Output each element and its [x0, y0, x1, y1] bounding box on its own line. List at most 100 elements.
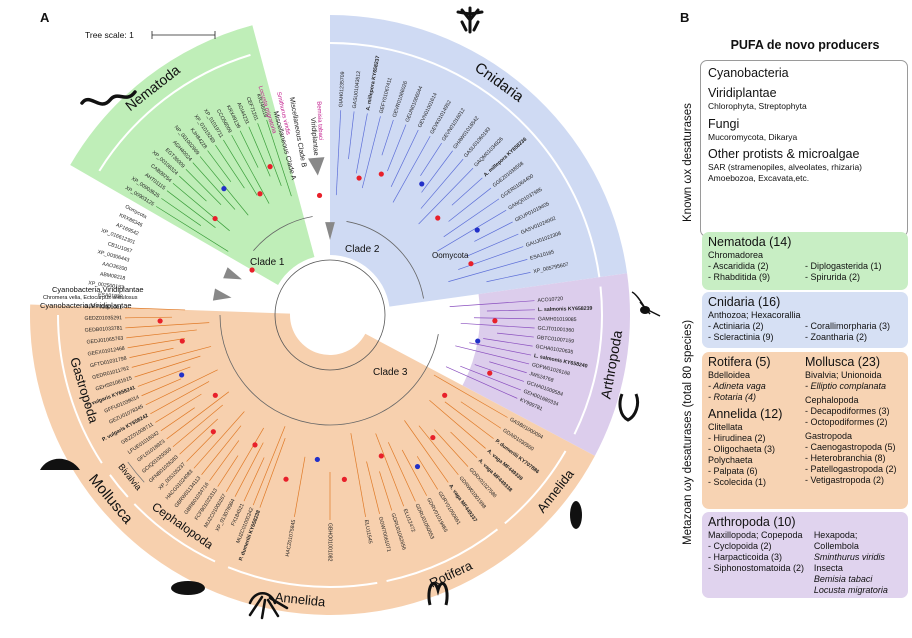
mollusca-tip-label: GEDB01033781: [85, 325, 123, 333]
tree-node-dot: [487, 370, 493, 376]
mollusca-branch: [252, 426, 286, 506]
mollusca-branch: [137, 366, 191, 387]
arthropoda-tip-label: GCJT01001360: [537, 326, 574, 334]
nematoda-sector: [70, 25, 315, 285]
group-divider-arc: [227, 566, 378, 588]
panel-b-pufa-producers: B PUFA de novo producers Known ωx desatu…: [680, 0, 912, 638]
panel-b-letter: B: [680, 10, 690, 25]
tree-node-dot: [341, 476, 347, 482]
arthropoda-tip-label: ACO10720: [537, 296, 563, 304]
tree-scale-label: Tree scale: 1: [85, 30, 134, 40]
mollusca-sub: Cephalopoda: [805, 395, 859, 405]
cnidaria-branch: [448, 259, 528, 282]
arthropoda-box: Arthropoda (10) Maxillopoda; Copepoda - …: [702, 512, 908, 598]
rotifera-branch: [450, 431, 478, 459]
cnidaria-branch: [443, 198, 500, 238]
known-desaturases-label: Known ωx desaturases: [682, 103, 694, 222]
known-group-title: Cyanobacteria: [708, 66, 789, 80]
arthropoda-branch: [469, 342, 532, 356]
arthropoda-branch: [460, 365, 521, 391]
mollusca-branch: [186, 433, 215, 462]
clade1-arc: [253, 216, 313, 251]
mollusca-branch: [209, 440, 240, 482]
mollusca-tip-label: GEDJ01065763: [86, 336, 123, 346]
arthropoda-sub: Hexapoda;: [813, 530, 858, 540]
nematoda-branch: [257, 123, 282, 187]
cnidaria-order: - Corallimorpharia (3): [805, 321, 891, 331]
mollusca-taxon: - Heterobranchia (8): [805, 453, 886, 463]
panel-a-letter: A: [40, 10, 50, 25]
rotifera-branch: [387, 442, 416, 502]
rotifera-branch: [401, 449, 428, 496]
rotifera-branch: [366, 461, 380, 514]
cnidaria-branch: [420, 158, 464, 209]
nematoda-title: Nematoda (14): [708, 235, 792, 249]
tree-node-dot: [378, 453, 384, 459]
nematoda-branch: [231, 134, 270, 204]
tree-node-dot: [435, 215, 441, 221]
tree-node-dot: [468, 261, 474, 267]
arthropoda-title: Arthropoda (10): [708, 515, 796, 529]
arthropoda-branch: [474, 364, 525, 382]
mollusca-branch: [150, 381, 210, 415]
rotifera-taxon: - Adineta vaga: [708, 381, 766, 391]
tree-node-dot: [267, 164, 273, 170]
arthropoda-taxon: Locusta migratoria: [813, 585, 888, 595]
mollusca-sub: Gastropoda: [805, 431, 853, 441]
arthropoda-branch: [483, 338, 533, 347]
arthropoda-sub: Insecta: [813, 563, 843, 573]
group-divider-arc: [329, 42, 601, 278]
rotifera-branch: [460, 401, 502, 429]
cnidaria-branch: [448, 187, 492, 222]
known-group-fungi: Fungi Mucoromycota, Dikarya: [708, 117, 900, 143]
tree-node-dot: [252, 442, 258, 448]
known-group-cyanobacteria: Cyanobacteria: [708, 66, 900, 81]
arthropoda-branch: [473, 317, 535, 320]
cnidaria-title: Cnidaria (16): [708, 295, 781, 309]
rotifera-annelida-mollusca-box: Rotifera (5) Bdelloidea - Adineta vaga -…: [702, 352, 908, 509]
cnidaria-tip-label: GASU01043512: [352, 70, 362, 108]
nematoda-branch: [239, 130, 259, 168]
annelida-sub: Clitellata: [708, 422, 743, 432]
tree-node-dot: [316, 192, 323, 199]
known-group-title: Fungi: [708, 116, 740, 131]
cnidaria-branch: [335, 110, 342, 196]
rotifera-branch: [379, 471, 393, 511]
known-group-sub: SAR (stramenopiles, alveolates, rhizaria…: [708, 162, 863, 172]
mollusca-taxon: - Elliptio complanata: [805, 381, 887, 391]
copepod-body-icon: [640, 306, 650, 314]
tree-node-dot: [419, 181, 425, 187]
clade3-arc: [219, 314, 439, 426]
arthropoda-taxon: - Harpacticoida (3): [708, 552, 783, 562]
annelida-branch: [259, 437, 286, 508]
cnidaria-order: - Scleractinia (9): [708, 332, 774, 342]
arthropoda-sector: [462, 273, 630, 456]
arthropoda-taxon: Bemisia tabaci: [813, 574, 873, 584]
rotifera-branch: [418, 425, 459, 476]
mollusca-tip-label: GEDZ01035291: [84, 315, 122, 322]
tree-node-dot: [430, 434, 436, 441]
oomycota-label: Oomycota: [432, 251, 469, 260]
chromera-label: Chromera velia, Ectocarpus siliculosus: [43, 295, 138, 301]
mollusca-branch: [179, 418, 218, 455]
mollusca-taxon: - Patellogastropoda (2): [805, 464, 897, 474]
tree-node-dot: [212, 215, 218, 222]
cnidaria-tip-label: GIAH01235709: [338, 71, 346, 107]
annelida-tip-label: GBHO01001082: [327, 523, 333, 561]
rotifera-branch: [434, 429, 469, 467]
rotifera-taxon: - Rotaria (4): [708, 392, 757, 402]
nematoda-branch: [215, 144, 245, 189]
annelida-taxon: - Hirudinea (2): [708, 433, 766, 443]
cnidaria-branch: [458, 246, 524, 270]
nematoda-order: - Diplogasterida (1): [805, 261, 882, 271]
annelid-worm-icon-lower: [427, 582, 449, 606]
cnidaria-branch: [466, 233, 519, 257]
annelid-worm-icon-upper: [618, 393, 640, 422]
mollusca-branch: [155, 393, 202, 423]
tree-node-dot: [257, 191, 263, 197]
cnidaria-branch: [355, 113, 368, 174]
clade3-label: Clade 3: [373, 367, 408, 378]
clade2-arc: [346, 221, 424, 299]
bemisia-label: Bemisia tabaci: [315, 101, 323, 140]
cnidaria-sub: Anthozoa; Hexacorallia: [708, 310, 801, 320]
